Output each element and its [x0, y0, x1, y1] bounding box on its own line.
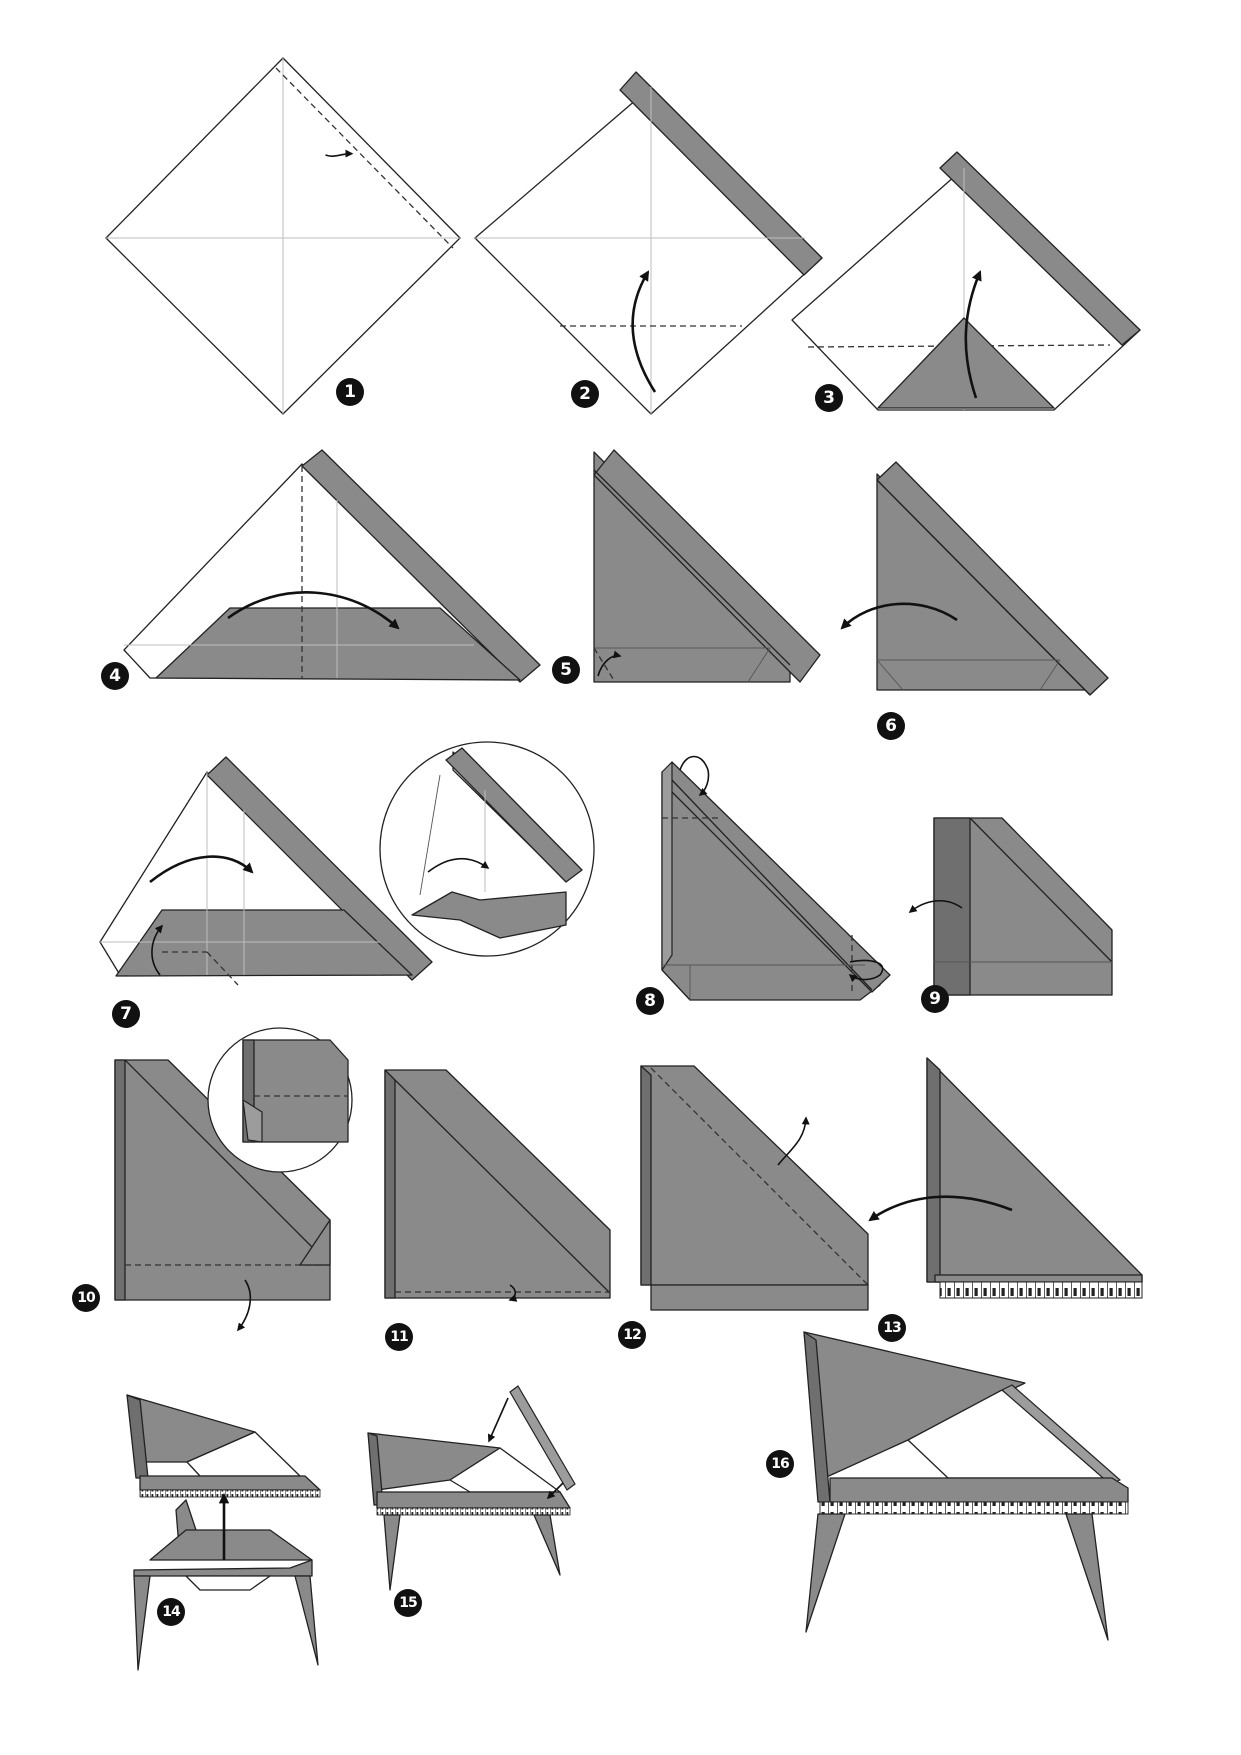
step-9	[908, 817, 1113, 996]
step-badge-2: 2	[571, 380, 599, 408]
svg-text:9: 9	[929, 989, 941, 1009]
piano-keys	[819, 1501, 1129, 1515]
svg-text:16: 16	[771, 1456, 789, 1472]
svg-text:5: 5	[560, 660, 572, 680]
svg-text:13: 13	[883, 1320, 901, 1336]
step-6	[840, 461, 1109, 696]
svg-text:3: 3	[823, 388, 835, 408]
step-badge-16: 16	[766, 1450, 794, 1478]
step-11	[384, 1069, 611, 1302]
step-badge-6: 6	[877, 712, 905, 740]
step-badge-10: 10	[72, 1284, 100, 1312]
step-7	[99, 756, 433, 986]
step-2	[474, 71, 823, 415]
svg-text:2: 2	[579, 384, 591, 404]
svg-text:8: 8	[644, 991, 656, 1011]
piano-keys	[376, 1507, 571, 1516]
step-badge-1: 1	[336, 378, 364, 406]
svg-text:1: 1	[344, 382, 356, 402]
step-badge-3: 3	[815, 384, 843, 412]
step-3	[791, 151, 1141, 411]
step-badge-8: 8	[636, 987, 664, 1015]
piano-keys	[939, 1281, 1143, 1299]
step-badge-4: 4	[101, 662, 129, 690]
step-badge-7: 7	[112, 1000, 140, 1028]
step-12	[640, 1065, 869, 1311]
svg-text:11: 11	[390, 1329, 408, 1345]
svg-text:4: 4	[109, 666, 121, 686]
step-badge-9: 9	[921, 985, 949, 1013]
svg-text:15: 15	[399, 1595, 417, 1611]
step-5	[593, 449, 821, 683]
step-15	[367, 1385, 576, 1591]
svg-text:14: 14	[162, 1604, 181, 1620]
svg-text:7: 7	[120, 1004, 132, 1024]
step-badge-13: 13	[878, 1314, 906, 1342]
step-badge-15: 15	[394, 1589, 422, 1617]
svg-text:12: 12	[623, 1327, 641, 1343]
step-10	[114, 1059, 331, 1332]
step-14	[126, 1394, 321, 1671]
zoom-detail-circle	[207, 1027, 353, 1173]
piano-keys	[139, 1489, 321, 1498]
step-badge-11: 11	[385, 1323, 413, 1351]
zoom-detail-circle	[379, 741, 595, 957]
step-8	[661, 755, 891, 1001]
step-badge-14: 14	[157, 1598, 185, 1626]
step-13	[868, 1057, 1143, 1299]
svg-text:10: 10	[77, 1290, 96, 1306]
step-16	[803, 1331, 1129, 1641]
step-badge-5: 5	[552, 656, 580, 684]
svg-text:6: 6	[885, 716, 897, 736]
step-badge-12: 12	[618, 1321, 646, 1349]
step-1	[105, 57, 461, 415]
step-4	[123, 449, 541, 683]
